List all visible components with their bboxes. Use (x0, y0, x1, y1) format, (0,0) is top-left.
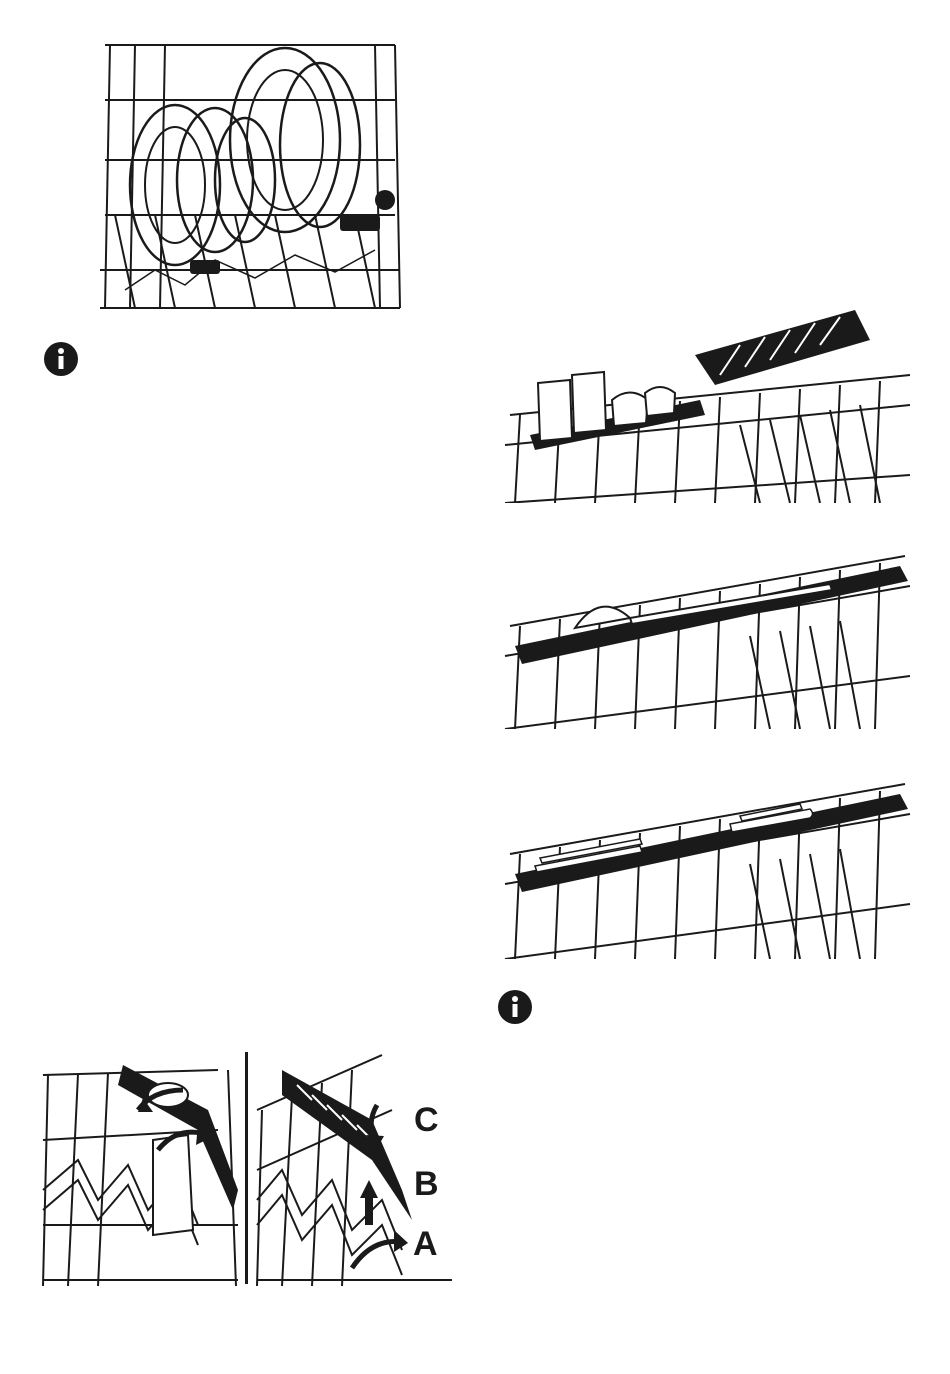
cup-rack-with-ladle-figure (500, 526, 912, 729)
callout-c: C (414, 1103, 439, 1137)
fold-rack-illustration (38, 1050, 242, 1286)
cup-rack-with-cups-figure (500, 305, 912, 503)
plates-in-lower-basket-figure (95, 40, 405, 312)
cup-rack-illustration (500, 305, 912, 503)
cup-rack-fold-step-figure (38, 1050, 242, 1286)
callout-b: B (414, 1167, 439, 1201)
plate-rack-illustration (95, 40, 405, 312)
ladle-rack-illustration (500, 526, 912, 729)
info-icon (43, 341, 79, 377)
cup-rack-with-knives-figure (500, 754, 912, 959)
info-icon (497, 989, 533, 1025)
callout-a: A (413, 1227, 438, 1261)
knife-rack-illustration (500, 754, 912, 959)
figure-divider (245, 1052, 248, 1284)
